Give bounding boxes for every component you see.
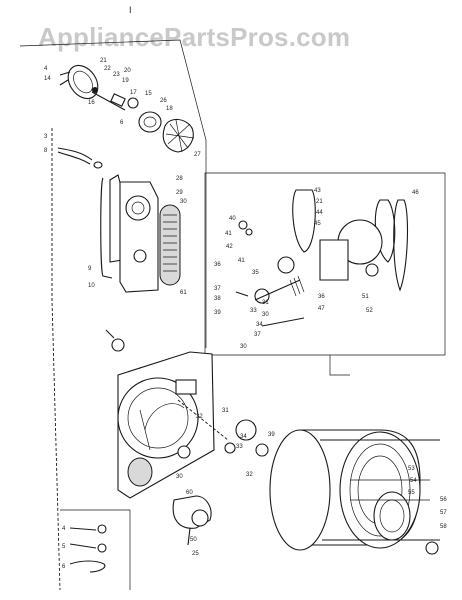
label-37: 37: [214, 286, 221, 292]
label-4b: 4: [62, 526, 66, 532]
front-bulkhead: [105, 329, 229, 499]
label-16: 16: [88, 100, 95, 106]
drum-assembly: [224, 419, 440, 555]
label-6b: 6: [62, 564, 66, 570]
label-30d: 30: [176, 474, 183, 480]
label-39b: 39: [268, 432, 275, 438]
label-51: 51: [362, 294, 369, 300]
label-21b: 21: [316, 199, 323, 205]
label-44: 44: [316, 210, 323, 216]
label-41b: 41: [238, 258, 245, 264]
label-10: 10: [88, 283, 95, 289]
label-39: 39: [214, 310, 221, 316]
motor-pulley-assembly: [235, 189, 409, 327]
label-55: 55: [408, 490, 415, 496]
label-25: 25: [192, 551, 199, 557]
label-26: 26: [160, 98, 167, 104]
label-34: 34: [256, 322, 263, 328]
label-53: 53: [408, 466, 415, 472]
label-3: 3: [44, 134, 48, 140]
label-45: 45: [314, 221, 321, 227]
label-61: 61: [180, 290, 187, 296]
label-5: 5: [62, 544, 66, 550]
label-52: 52: [366, 308, 373, 314]
label-33: 33: [250, 308, 257, 314]
label-42: 42: [226, 244, 233, 250]
label-32b: 32: [246, 472, 253, 478]
boundary-lines: [19, 39, 446, 591]
label-58: 58: [440, 524, 447, 530]
label-36: 36: [214, 262, 221, 268]
label-23: 23: [113, 72, 120, 78]
label-38: 38: [214, 296, 221, 302]
label-36b: 36: [318, 294, 325, 300]
label-50: 50: [190, 537, 197, 543]
label-20: 20: [124, 68, 131, 74]
page-mark: I: [129, 5, 132, 15]
label-30b: 30: [262, 312, 269, 318]
label-56: 56: [440, 497, 447, 503]
label-41: 41: [225, 231, 232, 237]
label-40: 40: [229, 216, 236, 222]
label-21: 21: [100, 58, 107, 64]
label-19: 19: [122, 78, 129, 84]
label-15: 15: [145, 91, 152, 97]
blower-housing: [100, 174, 181, 293]
label-34b: 34: [240, 434, 247, 440]
label-60: 60: [186, 490, 193, 496]
label-14: 14: [44, 76, 51, 82]
label-43: 43: [314, 188, 321, 194]
label-57: 57: [440, 510, 447, 516]
watermark-text: AppliancePartsPros.com: [38, 22, 350, 52]
label-22: 22: [104, 66, 111, 72]
label-18: 18: [166, 106, 173, 112]
label-31: 31: [262, 300, 269, 306]
label-32: 32: [196, 414, 203, 420]
label-33b: 33: [236, 444, 243, 450]
label-31b: 31: [222, 408, 229, 414]
label-17: 17: [130, 90, 137, 96]
label-47: 47: [318, 306, 325, 312]
label-8: 8: [44, 148, 48, 154]
callout-labels: 4 21 22 23 20 19 14 17 15 16 26 18 6 27 …: [44, 58, 447, 570]
label-9: 9: [88, 266, 92, 272]
blower-assembly: [59, 64, 195, 153]
label-54: 54: [410, 478, 417, 484]
label-37b: 37: [254, 332, 261, 338]
label-35: 35: [252, 270, 259, 276]
small-parts: [69, 524, 107, 573]
label-46: 46: [412, 190, 419, 196]
label-4: 4: [44, 66, 48, 72]
label-30: 30: [180, 199, 187, 205]
label-30c: 30: [240, 344, 247, 350]
label-29: 29: [176, 190, 183, 196]
label-28: 28: [176, 176, 183, 182]
duct-hose: [57, 147, 103, 169]
heater-element: [172, 495, 212, 546]
label-27: 27: [194, 152, 201, 158]
label-6: 6: [120, 120, 124, 126]
